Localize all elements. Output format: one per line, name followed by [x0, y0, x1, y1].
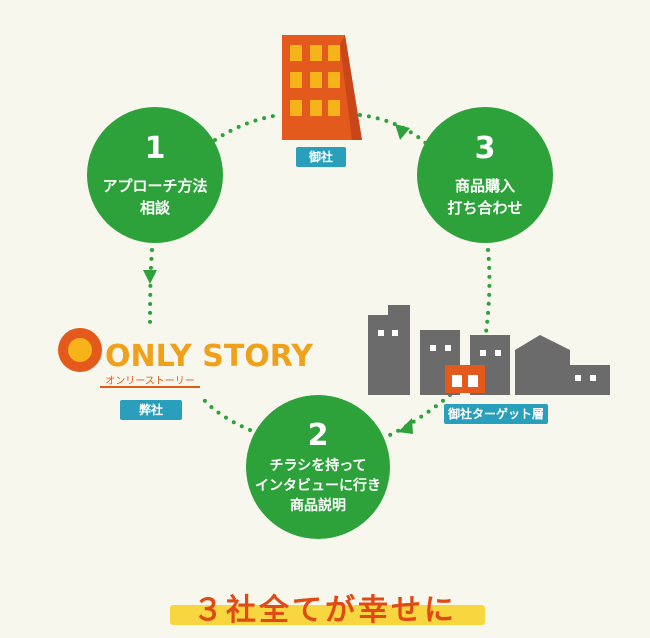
your-company-label: 御社 — [296, 147, 346, 167]
city-buildings-icon — [368, 305, 610, 395]
step-number: 1 — [144, 131, 166, 166]
svg-text:オンリーストーリー: オンリーストーリー — [105, 375, 195, 387]
onlystory-logo: ONLY STORY オンリーストーリー — [58, 328, 314, 388]
arrow-down-icon — [143, 270, 157, 284]
dotted-line-office-3 — [358, 113, 430, 147]
step-number: 3 — [474, 131, 496, 166]
step-text: 商品購入 — [454, 177, 515, 195]
svg-text:ONLY STORY: ONLY STORY — [105, 339, 314, 374]
step-text: 相談 — [139, 199, 170, 217]
step-number: 2 — [307, 418, 329, 453]
dotted-line-1-office — [213, 113, 282, 142]
step-2-circle: 2 チラシを持って インタビューに行き 商品説明 — [246, 395, 390, 539]
our-company-label: 弊社 — [120, 400, 182, 420]
step-3-circle: 3 商品購入 打ち合わせ — [417, 107, 553, 243]
target-label: 御社ターゲット層 — [444, 404, 548, 424]
dotted-line-target-2 — [388, 393, 452, 437]
dotted-line-3-target — [483, 248, 492, 342]
page-title: ３社全てが幸せに — [193, 593, 457, 628]
step-text: 打ち合わせ — [447, 199, 523, 217]
step-text: チラシを持って — [269, 458, 367, 474]
dotted-line-2-ours — [198, 393, 252, 432]
dotted-line-ours-1 — [148, 248, 154, 332]
step-text: 商品説明 — [290, 498, 346, 514]
office-building-icon — [282, 35, 362, 140]
arrow-up-right-icon — [398, 418, 413, 434]
title-highlight — [170, 605, 485, 625]
step-1-circle: 1 アプローチ方法 相談 — [87, 107, 223, 243]
step-text: インタビューに行き — [255, 478, 381, 494]
arrow-right-icon — [395, 124, 410, 140]
step-text: アプローチ方法 — [102, 177, 208, 195]
